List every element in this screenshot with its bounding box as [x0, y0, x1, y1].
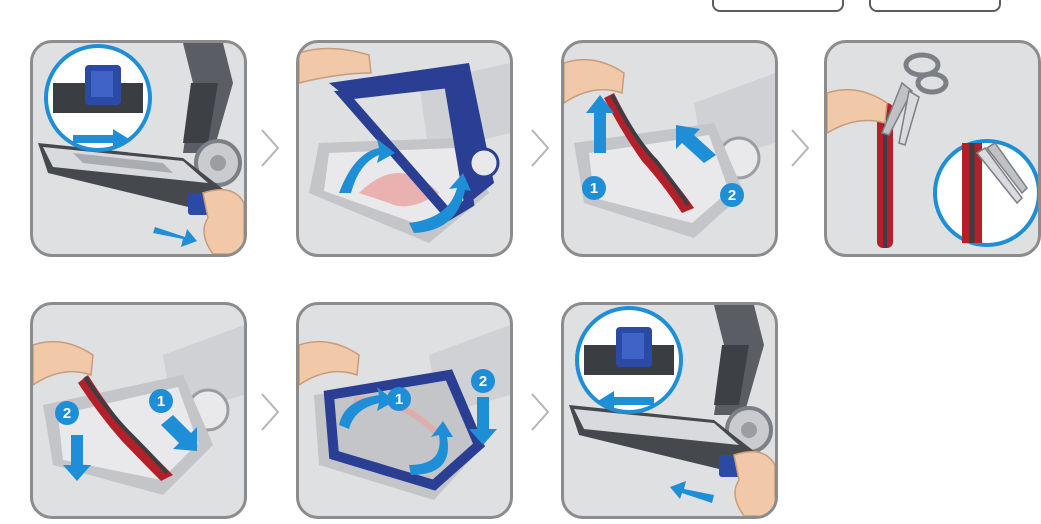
step-separator-icon [258, 392, 282, 432]
svg-text:2: 2 [479, 373, 487, 390]
step-panel-4 [824, 40, 1041, 257]
step-panel-2 [296, 40, 513, 257]
arrow-icon [670, 481, 714, 503]
top-button-left[interactable] [712, 0, 844, 12]
step-panel-1 [30, 40, 247, 257]
step-panel-3: 1 2 [561, 40, 778, 257]
top-button-right[interactable] [869, 0, 1001, 12]
magnifier-icon [935, 141, 1038, 245]
svg-text:2: 2 [63, 405, 71, 422]
vacuum-body-icon [183, 43, 240, 185]
step-separator-icon [788, 128, 812, 168]
step-separator-icon [258, 128, 282, 168]
scissors-icon [882, 55, 946, 145]
step-separator-icon [528, 392, 552, 432]
svg-text:1: 1 [157, 393, 165, 410]
svg-text:1: 1 [590, 180, 598, 197]
step-badge-1: 1 [582, 176, 606, 200]
step-panel-7 [561, 302, 778, 519]
step-badge-2: 2 [720, 183, 744, 207]
step-badge-2: 2 [471, 369, 495, 393]
step-separator-icon [528, 128, 552, 168]
svg-text:2: 2 [728, 187, 736, 204]
arrow-icon [153, 227, 197, 247]
svg-text:1: 1 [395, 391, 403, 408]
step-badge-1: 1 [387, 387, 411, 411]
step-badge-1: 1 [149, 389, 173, 413]
step-panel-6: 1 2 [296, 302, 513, 519]
step-panel-5: 2 1 [30, 302, 247, 519]
step-badge-2: 2 [55, 401, 79, 425]
